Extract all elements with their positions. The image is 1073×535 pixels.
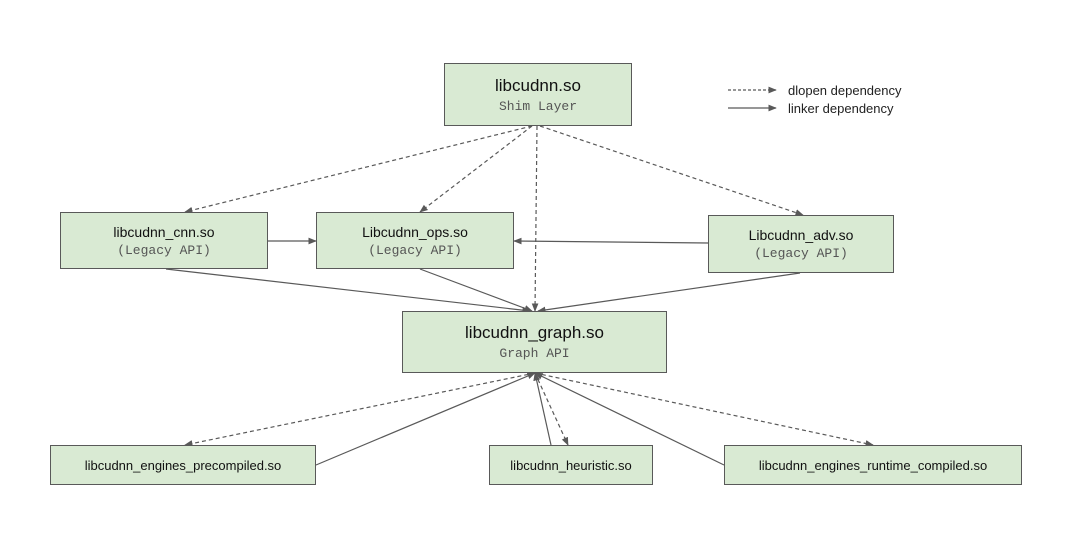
edge-graph-to-heuristic	[534, 372, 569, 446]
edge-runtime-to-graph	[534, 372, 725, 466]
node-ops-title: Libcudnn_ops.so	[362, 223, 468, 240]
edge-ops-to-graph	[419, 268, 533, 312]
node-heuristic-title: libcudnn_heuristic.so	[510, 457, 632, 473]
legend-linker-label: linker dependency	[788, 101, 894, 116]
node-cnn: libcudnn_cnn.so (Legacy API)	[60, 212, 268, 269]
node-adv: Libcudnn_adv.so (Legacy API)	[708, 215, 894, 273]
edge-adv-to-ops	[513, 237, 709, 245]
node-ops-subtitle: (Legacy API)	[368, 242, 462, 258]
node-graph-title: libcudnn_graph.so	[465, 323, 604, 342]
node-engines-runtime-compiled-title: libcudnn_engines_runtime_compiled.so	[758, 457, 988, 473]
node-ops: Libcudnn_ops.so (Legacy API)	[316, 212, 514, 269]
edge-graph-to-runtime	[534, 372, 874, 447]
edge-shim-to-ops	[419, 125, 533, 213]
edge-shim-to-adv	[539, 125, 804, 216]
node-graph: libcudnn_graph.so Graph API	[402, 311, 667, 373]
edge-heuristic-to-graph	[533, 372, 552, 446]
node-adv-subtitle: (Legacy API)	[754, 246, 848, 261]
node-shim-title: libcudnn.so	[494, 75, 581, 95]
node-cnn-title: libcudnn_cnn.so	[113, 223, 215, 240]
node-engines-precompiled: libcudnn_engines_precompiled.so	[50, 445, 316, 485]
edge-precompiled-to-graph	[315, 372, 536, 466]
edge-adv-to-graph	[537, 272, 801, 314]
node-shim: libcudnn.so Shim Layer	[444, 63, 632, 126]
edge-cnn-to-graph	[165, 268, 531, 314]
node-shim-subtitle: Shim Layer	[498, 98, 577, 114]
edge-shim-to-cnn	[184, 125, 533, 214]
node-heuristic: libcudnn_heuristic.so	[489, 445, 653, 485]
node-engines-precompiled-title: libcudnn_engines_precompiled.so	[84, 457, 282, 473]
legend-dlopen-label: dlopen dependency	[788, 83, 902, 98]
edge-graph-to-precompiled	[184, 372, 536, 447]
node-cnn-subtitle: (Legacy API)	[117, 242, 211, 258]
node-graph-subtitle: Graph API	[499, 346, 570, 361]
edge-shim-to-graph	[531, 125, 539, 312]
node-engines-runtime-compiled: libcudnn_engines_runtime_compiled.so	[724, 445, 1022, 485]
node-adv-title: Libcudnn_adv.so	[748, 227, 854, 243]
